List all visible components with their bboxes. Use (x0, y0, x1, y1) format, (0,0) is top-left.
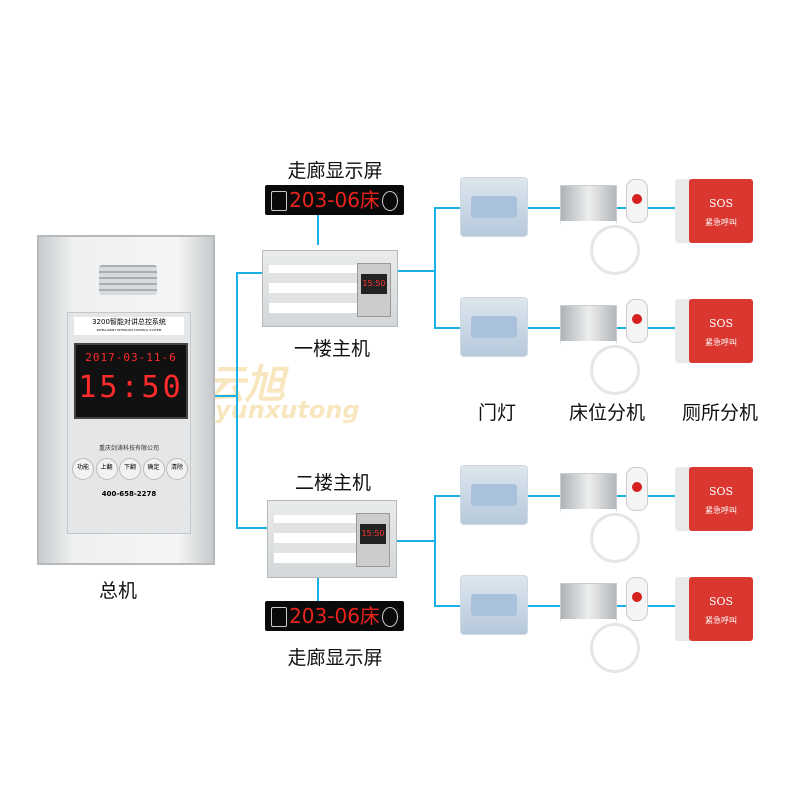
branch-link (397, 540, 436, 542)
toilet-unit-label: 厕所分机 (681, 402, 759, 424)
floor-host-label: 一楼主机 (293, 338, 371, 360)
floor-host: 15:50 (262, 250, 398, 327)
call-handset[interactable] (626, 299, 648, 343)
door-light (460, 465, 528, 525)
phone-number: 400-658-2278 (101, 490, 157, 498)
display-link (317, 215, 319, 245)
panel-buttons: 功能 上翻 下翻 确定 清除 (72, 458, 188, 480)
corridor-display-label: 走廊显示屏 (287, 160, 383, 182)
branch-bus (434, 207, 436, 328)
bed-unit (560, 185, 617, 225)
bed-unit-label: 床位分机 (568, 402, 646, 424)
bed-unit (560, 473, 617, 513)
door-light (460, 297, 528, 357)
call-handset[interactable] (626, 467, 648, 511)
call-cord (590, 345, 640, 395)
call-handset[interactable] (626, 577, 648, 621)
call-handset[interactable] (626, 179, 648, 223)
door-light (460, 177, 528, 237)
corridor-display-label: 走廊显示屏 (287, 647, 383, 669)
function-button[interactable]: 功能 (72, 458, 94, 480)
call-cord (590, 513, 640, 563)
no-entry-icon (382, 607, 398, 627)
led-time: 15:50 (78, 370, 184, 405)
main-unit-label: 总机 (98, 580, 138, 602)
up-button[interactable]: 上翻 (95, 458, 118, 480)
door-light (460, 575, 528, 635)
speaker-grille (99, 265, 157, 295)
display-link (317, 578, 319, 601)
nurse-icon (271, 607, 287, 627)
trunk-stub (215, 395, 237, 397)
corridor-display: 203-06床 (265, 185, 404, 215)
led-date: 2017-03-11-6 (85, 351, 177, 364)
down-button[interactable]: 下翻 (119, 458, 141, 480)
floor-host: 15:50 (267, 500, 397, 578)
branch-bus (434, 495, 436, 606)
clear-button[interactable]: 清除 (166, 458, 188, 480)
nurse-icon (271, 191, 287, 211)
call-cord (590, 225, 640, 275)
call-cord (590, 623, 640, 673)
bed-unit (560, 583, 617, 623)
company-name: 重庆剑涛科技有限公司 (98, 445, 159, 452)
confirm-button[interactable]: 确定 (142, 458, 165, 480)
bed-unit (560, 305, 617, 345)
branch-link (398, 270, 436, 272)
door-light-label: 门灯 (477, 402, 517, 424)
corridor-display: 203-06床 (265, 601, 404, 631)
link-floor2 (236, 527, 268, 529)
trunk-line (236, 272, 238, 528)
no-entry-icon (382, 191, 398, 211)
floor-host-label: 二楼主机 (294, 472, 372, 494)
led-display: 2017-03-11-6 15:50 (74, 343, 188, 419)
link-floor1 (236, 272, 263, 274)
